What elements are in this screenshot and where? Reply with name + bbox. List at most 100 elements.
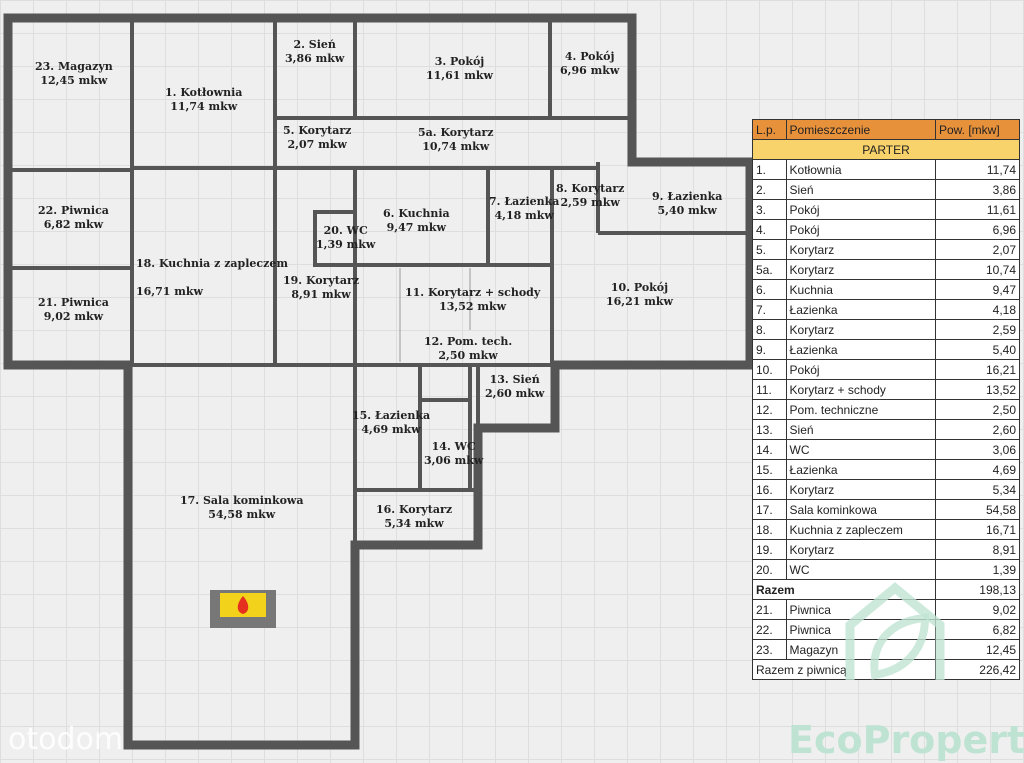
- table-cell: Pokój: [785, 199, 936, 220]
- table-cell: 5,34: [934, 479, 1021, 500]
- table-cell: Kotłownia: [785, 159, 936, 180]
- table-cell: 226,42: [934, 659, 1021, 680]
- table-cell: 2,07: [934, 239, 1021, 260]
- table-cell: 16,21: [934, 359, 1021, 380]
- table-cell: 11,74: [934, 159, 1021, 180]
- table-cell: 11.: [752, 379, 787, 400]
- ecoproperty-watermark: EcoProperty: [788, 718, 1024, 762]
- table-cell: 5,40: [934, 339, 1021, 360]
- table-cell: 20.: [752, 559, 787, 580]
- table-cell: 4,18: [934, 299, 1021, 320]
- table-cell: 5.: [752, 239, 787, 260]
- table-cell: 15.: [752, 459, 787, 480]
- table-cell: Łazienka: [785, 339, 936, 360]
- table-cell: 21.: [752, 599, 787, 620]
- table-cell: 9.: [752, 339, 787, 360]
- table-cell: 6,96: [934, 219, 1021, 240]
- table-cell: WC: [785, 439, 936, 460]
- table-cell: 2,59: [934, 319, 1021, 340]
- table-cell: Korytarz: [785, 259, 936, 280]
- table-cell: 5a.: [752, 259, 787, 280]
- table-cell: Sień: [785, 419, 936, 440]
- room-12: 12. Pom. tech.2,50 mkw: [424, 335, 513, 362]
- table-cell: 17.: [752, 499, 787, 520]
- table-cell: Kuchnia: [785, 279, 936, 300]
- table-cell: Korytarz: [785, 319, 936, 340]
- table-cell: L.p.: [752, 119, 787, 140]
- table-cell: Pomieszczenie: [785, 119, 936, 140]
- otodom-watermark: otodom: [8, 722, 124, 757]
- table-cell: 13.: [752, 419, 787, 440]
- table-cell: 6.: [752, 279, 787, 300]
- table-cell: Łazienka: [785, 299, 936, 320]
- table-cell: Korytarz: [785, 239, 936, 260]
- table-cell: Korytarz + schody: [785, 379, 936, 400]
- table-cell: Pokój: [785, 219, 936, 240]
- table-cell: 1,39: [934, 559, 1021, 580]
- table-cell: 10,74: [934, 259, 1021, 280]
- table-cell: Korytarz: [785, 479, 936, 500]
- table-cell: WC: [785, 559, 936, 580]
- table-cell: Sień: [785, 179, 936, 200]
- table-cell: Sala kominkowa: [785, 499, 936, 520]
- table-cell: Pow. [mkw]: [934, 119, 1021, 140]
- table-cell: 3,06: [934, 439, 1021, 460]
- table-cell: 16.: [752, 479, 787, 500]
- table-cell: 12.: [752, 399, 787, 420]
- table-cell: 1.: [752, 159, 787, 180]
- table-cell: 10.: [752, 359, 787, 380]
- table-cell: PARTER: [752, 139, 1020, 160]
- table-cell: 14.: [752, 439, 787, 460]
- table-cell: 2,50: [934, 399, 1021, 420]
- table-cell: 18.: [752, 519, 787, 540]
- interior-walls: [8, 18, 750, 545]
- fireplace-icon: [210, 590, 276, 628]
- table-cell: 19.: [752, 539, 787, 560]
- stairs: [399, 268, 471, 362]
- table-cell: 8,91: [934, 539, 1021, 560]
- table-cell: Korytarz: [785, 539, 936, 560]
- table-cell: 54,58: [934, 499, 1021, 520]
- table-cell: 6,82: [934, 619, 1021, 640]
- table-cell: 11,61: [934, 199, 1021, 220]
- table-cell: Pom. techniczne: [785, 399, 936, 420]
- table-cell: 16,71: [934, 519, 1021, 540]
- table-cell: 3,86: [934, 179, 1021, 200]
- table-cell: 22.: [752, 619, 787, 640]
- table-cell: 8.: [752, 319, 787, 340]
